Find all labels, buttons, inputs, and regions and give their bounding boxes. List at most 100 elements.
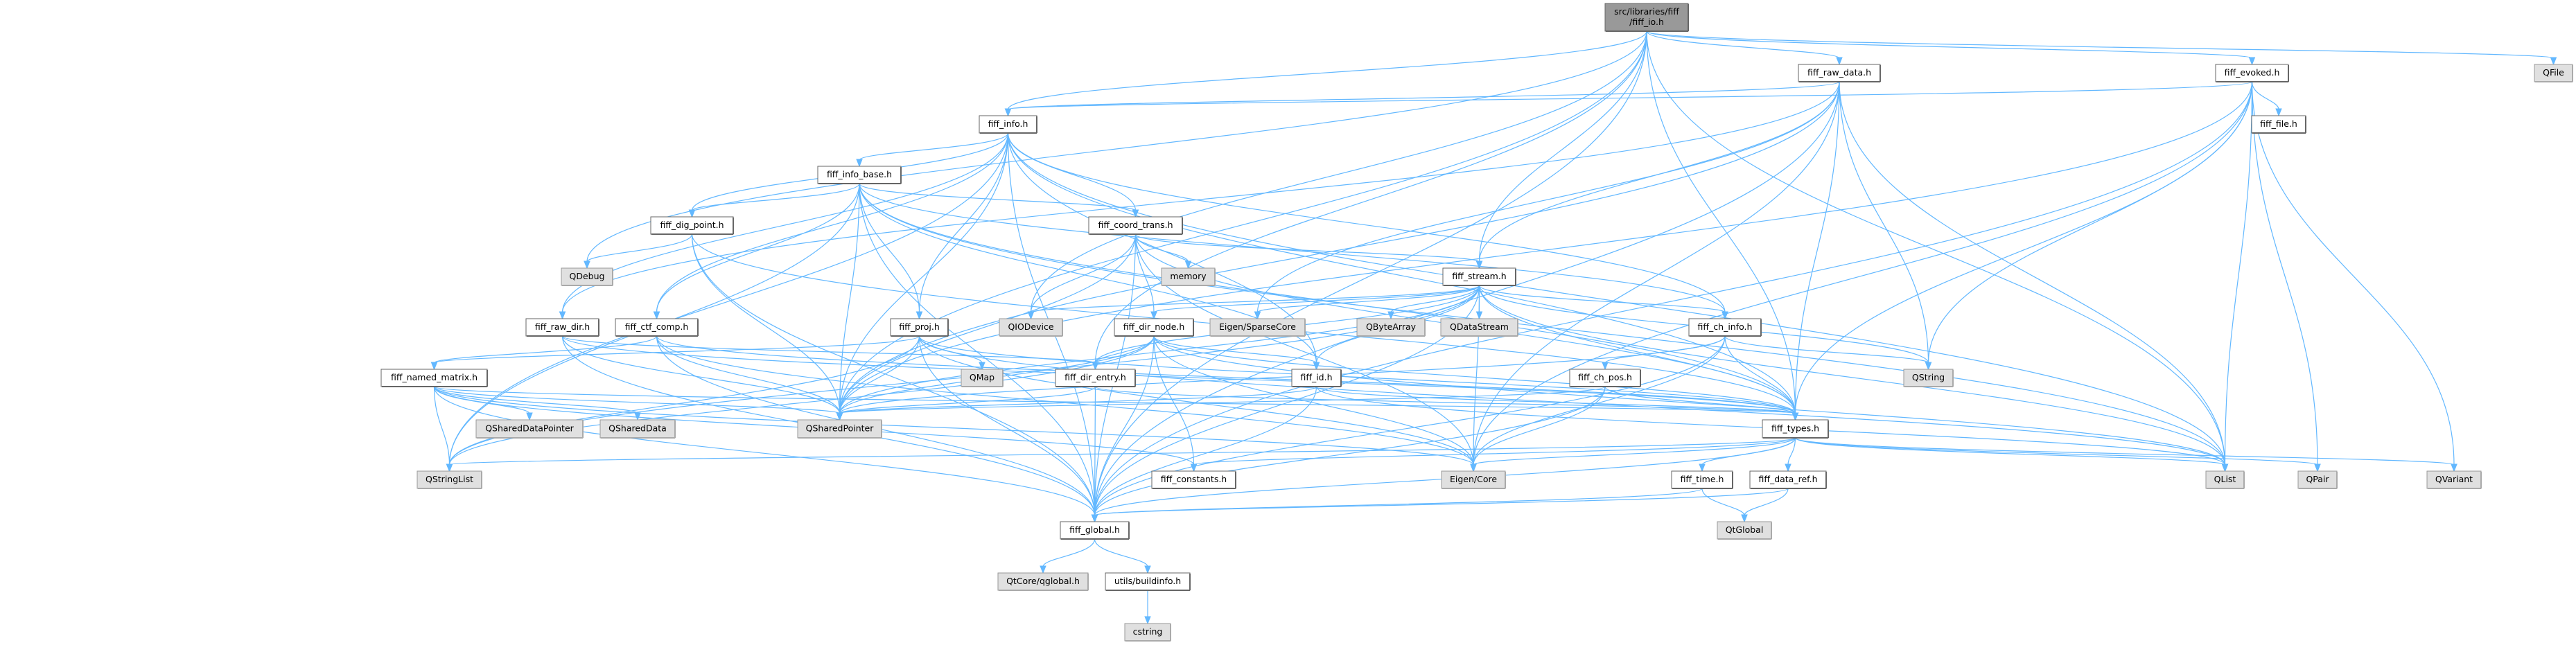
node-QSharedData[interactable]: QSharedData (599, 419, 676, 439)
edge-fiff_ch_pos-to-QSharedPointer (836, 386, 1606, 421)
arrowhead-icon (915, 311, 923, 320)
arrowhead-icon (1040, 565, 1046, 574)
edge-fiff_ch_pos-to-fiff_types (1604, 386, 1799, 421)
edge-fiff_io-to-fiff_info (1004, 30, 1647, 117)
node-fiff-raw-dir[interactable]: fiff_raw_dir.h (525, 318, 599, 337)
node-QList[interactable]: QList (2205, 470, 2245, 489)
edge-fiff_types-to-QPair (1794, 437, 2321, 472)
node-fiff-ch-pos[interactable]: fiff_ch_pos.h (1569, 369, 1641, 387)
edge-fiff_evoked-to-fiff_file (2251, 81, 2282, 117)
node-label: fiff_raw_dir.h (535, 321, 590, 332)
node-label: fiff_id.h (1300, 372, 1332, 382)
edge-fiff_io-to-fiff_raw_data (1646, 30, 1843, 66)
node-fiff-dir-node[interactable]: fiff_dir_node.h (1114, 318, 1194, 337)
node-QStringList[interactable]: QStringList (417, 470, 482, 489)
node-QMap[interactable]: QMap (961, 369, 1004, 387)
arrowhead-icon (1475, 260, 1483, 270)
arrowhead-icon (1836, 57, 1843, 66)
node-QFile[interactable]: QFile (2534, 64, 2573, 82)
node-label: QSharedDataPointer (485, 423, 574, 434)
arrowhead-icon (446, 463, 453, 472)
node-label: QPair (2306, 474, 2329, 484)
node-QIODevice[interactable]: QIODevice (999, 318, 1063, 337)
arrowhead-icon (1144, 565, 1151, 574)
node-fiff-id[interactable]: fiff_id.h (1291, 369, 1342, 387)
node-QByteArray[interactable]: QByteArray (1356, 318, 1426, 337)
arrowhead-icon (1699, 463, 1706, 472)
arrowhead-icon (2275, 108, 2282, 117)
node-label: /fiff_io.h (1629, 17, 1664, 27)
node-QDebug[interactable]: QDebug (561, 267, 613, 286)
node-label: QString (1912, 372, 1945, 382)
node-label: fiff_ch_info.h (1698, 321, 1753, 332)
edge-fiff_stream-to-fiff_ch_info (1478, 285, 1728, 320)
edge-fiff_evoked-to-Eigen_Core (1470, 81, 2253, 472)
edge-fiff_proj-to-QList (918, 335, 2229, 472)
node-label: QList (2214, 474, 2236, 484)
edge-fiff_dig_point-to-QDebug (584, 233, 693, 270)
node-utils-buildinfo[interactable]: utils/buildinfo.h (1105, 572, 1191, 591)
edge-fiff_info-to-fiff_info_base (856, 132, 1009, 168)
node-fiff-io[interactable]: src/libraries/fiff/fiff_io.h (1604, 3, 1689, 32)
node-QDataStream[interactable]: QDataStream (1440, 318, 1518, 337)
node-cstring[interactable]: cstring (1124, 623, 1171, 642)
node-label: QDataStream (1450, 321, 1509, 332)
edge-fiff_evoked-to-QPair (2251, 81, 2321, 472)
node-fiff-info-base[interactable]: fiff_info_base.h (817, 166, 902, 184)
node-label: QFile (2543, 67, 2564, 78)
node-Eigen-SparseCore[interactable]: Eigen/SparseCore (1209, 318, 1306, 337)
edge-fiff_data_ref-to-fiff_global (1091, 488, 1789, 523)
node-Eigen-Core[interactable]: Eigen/Core (1441, 470, 1506, 489)
node-fiff-info[interactable]: fiff_info.h (979, 115, 1037, 134)
node-fiff-stream[interactable]: fiff_stream.h (1442, 267, 1516, 286)
arrowhead-icon (1150, 311, 1157, 320)
node-fiff-file[interactable]: fiff_file.h (2251, 115, 2306, 134)
node-fiff-data-ref[interactable]: fiff_data_ref.h (1749, 470, 1827, 489)
node-label: memory (1170, 271, 1207, 281)
node-QPair[interactable]: QPair (2297, 470, 2338, 489)
node-QString[interactable]: QString (1903, 369, 1954, 387)
node-label: QSharedData (608, 423, 667, 434)
edge-fiff_ch_info-to-QString (1724, 335, 1932, 371)
edge-fiff_coord_trans-to-fiff_stream (1134, 233, 1483, 270)
node-fiff-global[interactable]: fiff_global.h (1060, 521, 1130, 540)
node-label: fiff_coord_trans.h (1098, 220, 1173, 230)
arrowhead-icon (2550, 57, 2557, 66)
node-fiff-coord-trans[interactable]: fiff_coord_trans.h (1088, 216, 1183, 235)
node-QtGlobal[interactable]: QtGlobal (1717, 521, 1772, 540)
node-fiff-raw-data[interactable]: fiff_raw_data.h (1798, 64, 1881, 82)
arrowhead-icon (526, 412, 533, 421)
node-fiff-dir-entry[interactable]: fiff_dir_entry.h (1055, 369, 1136, 387)
arrowhead-icon (836, 412, 843, 421)
arrowhead-icon (2314, 463, 2321, 472)
node-fiff-time[interactable]: fiff_time.h (1671, 470, 1733, 489)
node-fiff-ctf-comp[interactable]: fiff_ctf_comp.h (615, 318, 699, 337)
edge-fiff_evoked-to-QString (1925, 81, 2253, 371)
node-fiff-types[interactable]: fiff_types.h (1762, 419, 1829, 439)
node-QVariant[interactable]: QVariant (2426, 470, 2482, 489)
edge-fiff_proj-to-QStringList (446, 335, 920, 472)
node-QSharedPointer[interactable]: QSharedPointer (797, 419, 882, 439)
node-fiff-dig-point[interactable]: fiff_dig_point.h (650, 216, 734, 235)
node-fiff-constants[interactable]: fiff_constants.h (1151, 470, 1236, 489)
node-fiff-ch-info[interactable]: fiff_ch_info.h (1688, 318, 1762, 337)
arrowhead-icon (430, 362, 438, 371)
node-label: fiff_dig_point.h (660, 220, 724, 230)
node-label: fiff_constants.h (1161, 474, 1227, 484)
node-QtCore-qglobal[interactable]: QtCore/qglobal.h (997, 572, 1089, 591)
arrowhead-icon (1184, 260, 1192, 270)
node-label: fiff_named_matrix.h (391, 372, 477, 382)
edge-fiff_types-to-QStringList (446, 437, 1796, 472)
edge-fiff_io-to-fiff_types (1646, 30, 1799, 421)
nodes-layer: src/libraries/fiff/fiff_io.h fiff_raw_dat… (380, 3, 2573, 642)
node-memory[interactable]: memory (1161, 267, 1216, 286)
edge-fiff_info-to-fiff_raw_dir (559, 132, 1009, 320)
node-label: fiff_proj.h (899, 321, 940, 332)
edge-fiff_raw_data-to-QString (1839, 81, 1932, 371)
arrowhead-icon (1721, 311, 1728, 320)
node-fiff-named-matrix[interactable]: fiff_named_matrix.h (380, 369, 488, 387)
node-QSharedDataPointer[interactable]: QSharedDataPointer (475, 419, 584, 439)
node-fiff-proj[interactable]: fiff_proj.h (890, 318, 949, 337)
edge-fiff_evoked-to-fiff_types (1791, 81, 2253, 421)
node-fiff-evoked[interactable]: fiff_evoked.h (2215, 64, 2289, 82)
